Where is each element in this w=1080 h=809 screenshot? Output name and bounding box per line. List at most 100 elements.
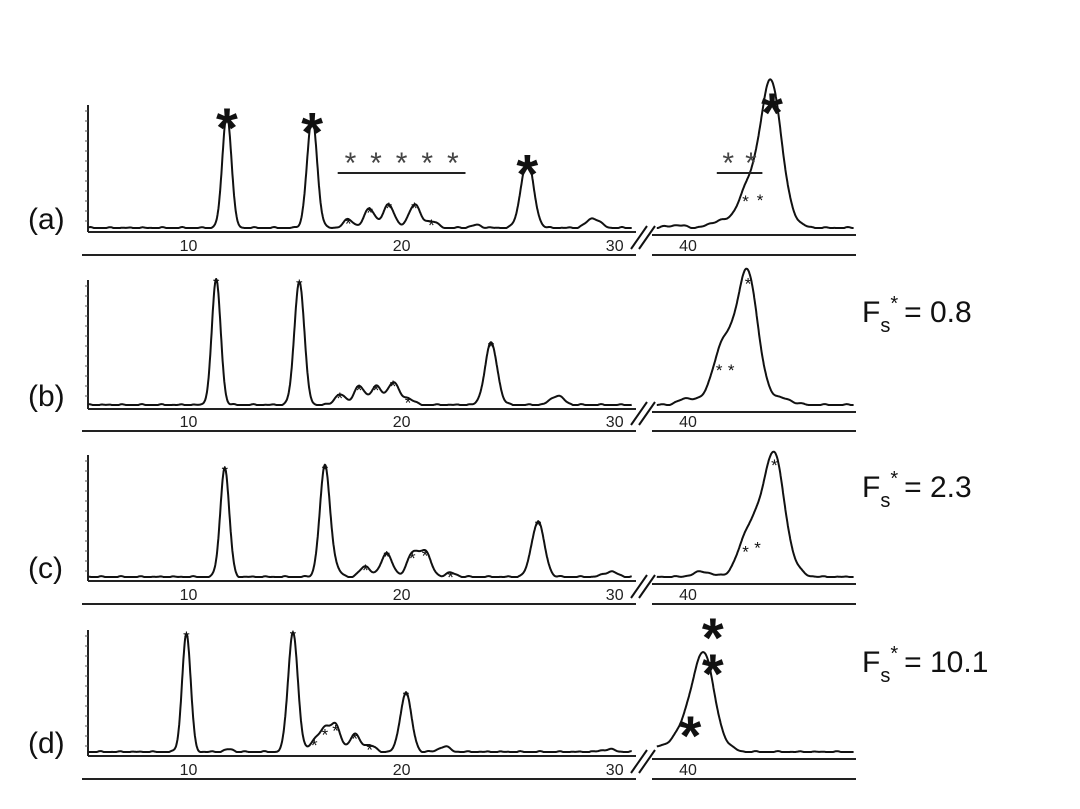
peak-marker-large: * xyxy=(761,81,783,144)
peak-marker-small: * xyxy=(422,546,429,565)
chromatogram-trace xyxy=(656,651,855,753)
fs-symbol: F xyxy=(862,471,880,504)
peak-group-marker: * xyxy=(370,147,382,180)
fs-annotation: Fs* = 0.8 xyxy=(862,293,972,337)
fs-value: 10.1 xyxy=(930,646,988,679)
peak-group-marker: * xyxy=(447,147,459,180)
fs-subscript: s xyxy=(880,315,890,337)
x-tick-label: 20 xyxy=(393,414,411,431)
chromatogram-trace xyxy=(656,450,855,578)
peak-marker-small: * xyxy=(362,561,369,580)
peak-marker-small: * xyxy=(728,361,735,380)
peak-marker-small: * xyxy=(366,740,373,759)
peak-marker-small: * xyxy=(373,381,380,400)
peak-marker-large: * xyxy=(680,704,702,767)
axis-break-mark xyxy=(638,401,656,426)
axis-break-mark xyxy=(638,574,656,599)
peak-marker-small: * xyxy=(213,274,220,293)
x-tick-label: 30 xyxy=(606,587,624,604)
fs-symbol: F xyxy=(862,646,880,679)
peak-marker-small: * xyxy=(390,377,397,396)
fs-equals: = xyxy=(904,646,930,679)
peak-marker-small: * xyxy=(322,725,329,744)
x-tick-label: 10 xyxy=(180,238,198,255)
x-tick-label: 20 xyxy=(393,762,411,779)
axis-break-mark xyxy=(630,401,648,426)
x-tick-label: 10 xyxy=(180,762,198,779)
peak-marker-small: * xyxy=(409,549,416,568)
peak-marker-small: * xyxy=(311,736,318,755)
peak-marker-small: * xyxy=(385,199,392,218)
peak-marker-small: * xyxy=(296,276,303,295)
x-tick-label: 30 xyxy=(606,238,624,255)
panel-label: (b) xyxy=(28,380,65,413)
peak-marker-large: * xyxy=(702,642,724,705)
x-tick-label: 10 xyxy=(180,414,198,431)
fs-superscript: * xyxy=(890,468,898,490)
peak-marker-small: * xyxy=(221,463,228,482)
x-tick-label: 20 xyxy=(393,587,411,604)
x-tick-label: 30 xyxy=(606,762,624,779)
peak-marker-small: * xyxy=(336,389,343,408)
peak-marker-small: * xyxy=(411,199,418,218)
peak-marker-small: * xyxy=(488,338,495,357)
peak-marker-small: * xyxy=(535,517,542,536)
peak-marker-small: * xyxy=(757,191,764,210)
fs-equals: = xyxy=(904,296,930,329)
peak-group-marker: * xyxy=(722,147,734,180)
peak-group-marker: * xyxy=(745,147,757,180)
fs-annotation: Fs* = 10.1 xyxy=(862,643,988,687)
chromatogram-trace xyxy=(87,113,633,229)
peak-marker-small: * xyxy=(771,456,778,475)
panel-label: (c) xyxy=(28,552,63,585)
x-tick-label: 10 xyxy=(180,587,198,604)
peak-group-marker: * xyxy=(345,147,357,180)
fs-superscript: * xyxy=(890,643,898,665)
fs-annotation: Fs* = 2.3 xyxy=(862,468,972,512)
peak-marker-small: * xyxy=(322,461,329,480)
peak-marker-large: * xyxy=(216,96,238,159)
fs-subscript: s xyxy=(880,665,890,687)
peak-marker-small: * xyxy=(742,542,749,561)
peak-marker-small: * xyxy=(332,721,339,740)
peak-marker-small: * xyxy=(403,688,410,707)
fs-value: 2.3 xyxy=(930,471,972,504)
peak-marker-small: * xyxy=(716,361,723,380)
peak-marker-small: * xyxy=(345,215,352,234)
fs-value: 0.8 xyxy=(930,296,972,329)
x-tick-label: 40 xyxy=(679,762,697,779)
fs-superscript: * xyxy=(890,293,898,315)
panel-label: (d) xyxy=(28,727,65,760)
fs-symbol: F xyxy=(862,296,880,329)
axis-break-mark xyxy=(638,225,656,250)
chromatogram-trace xyxy=(87,631,633,753)
peak-group-marker: * xyxy=(421,147,433,180)
axis-break-mark xyxy=(638,749,656,774)
x-tick-label: 20 xyxy=(393,238,411,255)
x-tick-label: 40 xyxy=(679,587,697,604)
peak-marker-small: * xyxy=(366,203,373,222)
peak-marker-small: * xyxy=(754,538,761,557)
peak-marker-small: * xyxy=(745,274,752,293)
peak-marker-large: * xyxy=(516,142,538,205)
x-tick-label: 40 xyxy=(679,238,697,255)
x-tick-label: 40 xyxy=(679,414,697,431)
x-tick-label: 30 xyxy=(606,414,624,431)
peak-marker-small: * xyxy=(447,568,454,587)
fs-subscript: s xyxy=(880,490,890,512)
peak-marker-small: * xyxy=(183,628,190,647)
peak-group-marker: * xyxy=(396,147,408,180)
chromatogram-trace xyxy=(87,278,633,406)
peak-marker-small: * xyxy=(405,393,412,412)
fs-equals: = xyxy=(904,471,930,504)
panel-label: (a) xyxy=(28,203,65,236)
chromatogram-trace xyxy=(656,78,855,229)
peak-marker-small: * xyxy=(383,548,390,567)
axis-break-mark xyxy=(630,225,648,250)
peak-marker-small: * xyxy=(356,381,363,400)
